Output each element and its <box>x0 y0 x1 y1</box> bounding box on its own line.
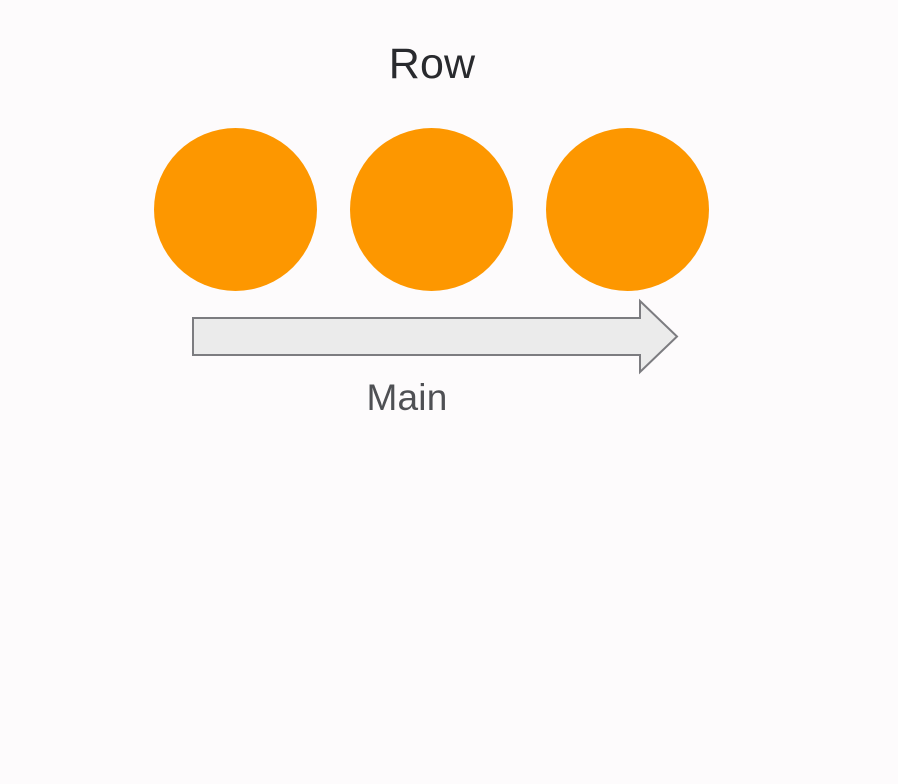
flex-row-container <box>154 128 709 291</box>
flex-item-circle-1 <box>154 128 317 291</box>
flex-item-circle-3 <box>546 128 709 291</box>
page-title: Row <box>388 40 476 88</box>
arrow-shape <box>192 298 679 375</box>
flex-item-circle-2 <box>350 128 513 291</box>
main-axis-arrow-icon <box>186 294 686 380</box>
main-axis-label: Main <box>366 377 448 418</box>
